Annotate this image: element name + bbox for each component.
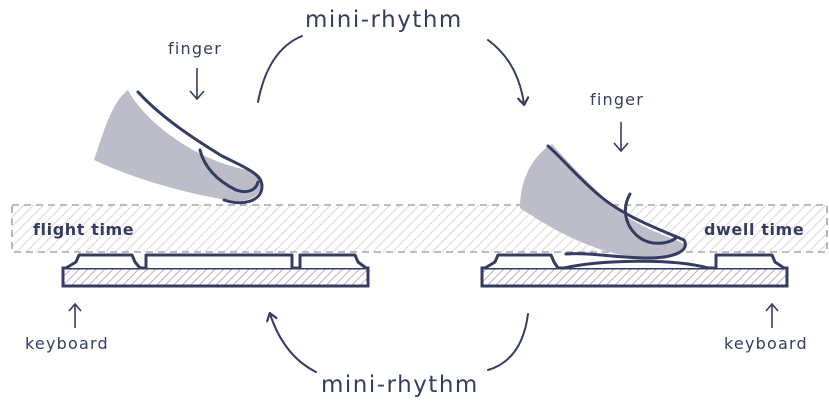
up-arrow-icon bbox=[68, 302, 82, 328]
cycle-arrow-icon bbox=[270, 314, 529, 373]
left-finger-label: finger bbox=[168, 39, 222, 58]
down-arrow-icon bbox=[613, 122, 629, 153]
up-arrow-icon bbox=[765, 302, 779, 328]
finger-press-icon bbox=[520, 144, 687, 260]
flight-time-label: flight time bbox=[33, 220, 135, 239]
finger-up-icon bbox=[94, 90, 264, 205]
right-finger-label: finger bbox=[590, 90, 644, 109]
keyboard-icon bbox=[480, 253, 789, 288]
down-arrow-icon bbox=[189, 68, 205, 101]
cycle-arrow-icon bbox=[257, 35, 524, 104]
left-keyboard-label: keyboard bbox=[25, 334, 109, 353]
keyboard-icon bbox=[61, 253, 370, 288]
top-cycle-label: mini-rhythm bbox=[305, 7, 463, 33]
bottom-cycle-label: mini-rhythm bbox=[321, 372, 479, 398]
right-keyboard-label: keyboard bbox=[724, 334, 808, 353]
timing-band bbox=[11, 204, 828, 253]
dwell-time-label: dwell time bbox=[704, 220, 805, 239]
